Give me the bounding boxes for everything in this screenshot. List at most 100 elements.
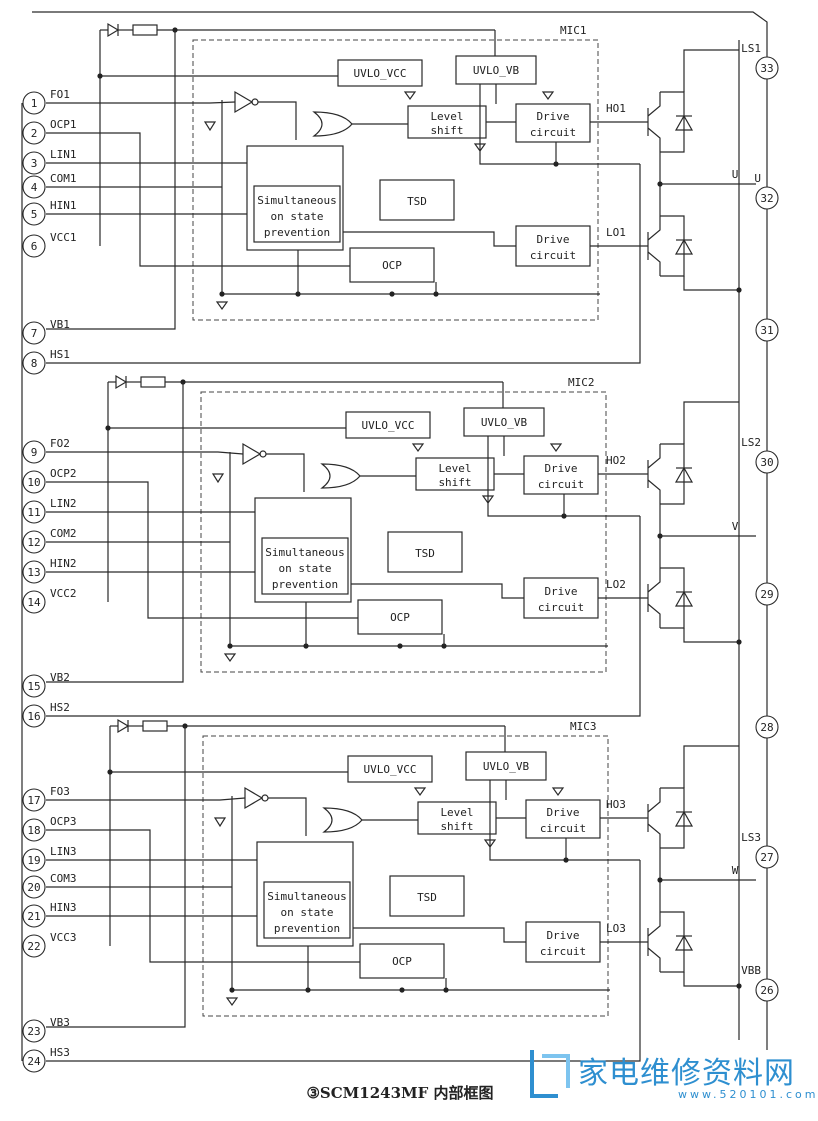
high-drive-block bbox=[525, 799, 601, 839]
diode-frame bbox=[660, 911, 685, 973]
sim-label: on state bbox=[281, 906, 334, 919]
zener-icon bbox=[213, 817, 227, 828]
right-pin-29: 29 bbox=[755, 582, 779, 606]
high-drive-block bbox=[515, 103, 591, 143]
pin-label: LS2 bbox=[741, 436, 761, 449]
pin-number: 9 bbox=[31, 446, 38, 459]
pin-number: 23 bbox=[27, 1025, 40, 1038]
tsd-block bbox=[387, 531, 463, 573]
pin-label: FO3 bbox=[50, 785, 70, 798]
pin-circle bbox=[755, 56, 779, 80]
wire bbox=[258, 101, 297, 140]
ic-boundary bbox=[200, 391, 607, 673]
vbb-wire bbox=[683, 972, 739, 987]
drive-label: Drive bbox=[536, 233, 569, 246]
pin-number: 28 bbox=[760, 721, 773, 734]
collector bbox=[647, 912, 661, 937]
pin-number: 6 bbox=[31, 240, 38, 253]
sim-label: prevention bbox=[274, 922, 340, 935]
junction-dot bbox=[389, 291, 395, 297]
left-pin-9: 9 FO2 bbox=[22, 437, 70, 464]
pin-number: 32 bbox=[760, 192, 773, 205]
emitter bbox=[647, 127, 661, 152]
pin-circle bbox=[22, 500, 46, 524]
pin-label: COM2 bbox=[50, 527, 77, 540]
hs-wire bbox=[46, 516, 641, 717]
pin-circle bbox=[22, 848, 46, 872]
tsd-label: TSD bbox=[407, 195, 427, 208]
pin-circle bbox=[22, 934, 46, 958]
pin-label: VB1 bbox=[50, 318, 70, 331]
fo-wire bbox=[46, 451, 244, 455]
right-pin-32: 32U bbox=[754, 172, 779, 210]
junction-dot bbox=[736, 639, 742, 645]
junction-dot bbox=[219, 291, 225, 297]
pin-circle bbox=[755, 715, 779, 739]
pin-circle bbox=[22, 202, 46, 226]
pin-label: OCP1 bbox=[50, 118, 77, 131]
pin-label: LS3 bbox=[741, 831, 761, 844]
module-name: MIC2 bbox=[568, 376, 595, 389]
diode-icon bbox=[115, 374, 128, 390]
ic-boundary bbox=[192, 39, 599, 321]
right-bus-rail bbox=[32, 11, 768, 1050]
emitter bbox=[647, 823, 661, 848]
pin-number: 16 bbox=[27, 710, 40, 723]
pin-number: 21 bbox=[27, 910, 40, 923]
pin-circle bbox=[22, 788, 46, 812]
sim-label: Simultaneous bbox=[257, 194, 336, 207]
junction-dot bbox=[107, 769, 113, 775]
inverter-icon bbox=[234, 90, 254, 114]
emitter bbox=[647, 479, 661, 504]
lo-label: LO1 bbox=[606, 226, 626, 239]
ocp-block bbox=[349, 247, 435, 283]
uvlo-vb-block bbox=[465, 751, 547, 781]
collector bbox=[647, 216, 661, 241]
ground-icon bbox=[215, 301, 229, 311]
ho-label: HO1 bbox=[606, 102, 626, 115]
pin-circle bbox=[755, 186, 779, 210]
level-shift-label: shift bbox=[430, 124, 463, 137]
low-drive-block bbox=[525, 921, 601, 963]
right-pin-31: 31 bbox=[755, 318, 779, 342]
pin-circle bbox=[22, 175, 46, 199]
ls-top bbox=[683, 49, 739, 92]
drive-label: circuit bbox=[540, 945, 586, 958]
low-drive-block bbox=[523, 577, 599, 619]
uvlo-vb-label: UVLO_VB bbox=[481, 416, 528, 429]
sim-label: on state bbox=[279, 562, 332, 575]
diode-icon bbox=[117, 718, 130, 734]
pin-label: FO2 bbox=[50, 437, 70, 450]
freewheel-diode-icon bbox=[674, 934, 694, 951]
pin-number: 8 bbox=[31, 357, 38, 370]
junction-dot bbox=[105, 425, 111, 431]
drive-label: circuit bbox=[540, 822, 586, 835]
diode-frame bbox=[660, 91, 685, 153]
watermark-logo: 家电维修资料网 www.520101.com bbox=[528, 1040, 815, 1110]
ocp-wire bbox=[46, 132, 350, 267]
sim-inner-block bbox=[253, 185, 341, 243]
pin-label: HS2 bbox=[50, 701, 70, 714]
level-shift-label: Level bbox=[430, 110, 463, 123]
pin-number: 2 bbox=[31, 127, 38, 140]
pin-circle bbox=[22, 1049, 46, 1073]
resistor-icon bbox=[142, 720, 168, 732]
lo-label: LO2 bbox=[606, 578, 626, 591]
uvlo-vb-label: UVLO_VB bbox=[473, 64, 520, 77]
sim-label: prevention bbox=[272, 578, 338, 591]
pin-label: COM1 bbox=[50, 172, 77, 185]
diode-frame bbox=[660, 443, 685, 505]
fo-wire bbox=[46, 797, 246, 801]
zener-icon bbox=[211, 473, 225, 484]
collector bbox=[647, 788, 661, 813]
